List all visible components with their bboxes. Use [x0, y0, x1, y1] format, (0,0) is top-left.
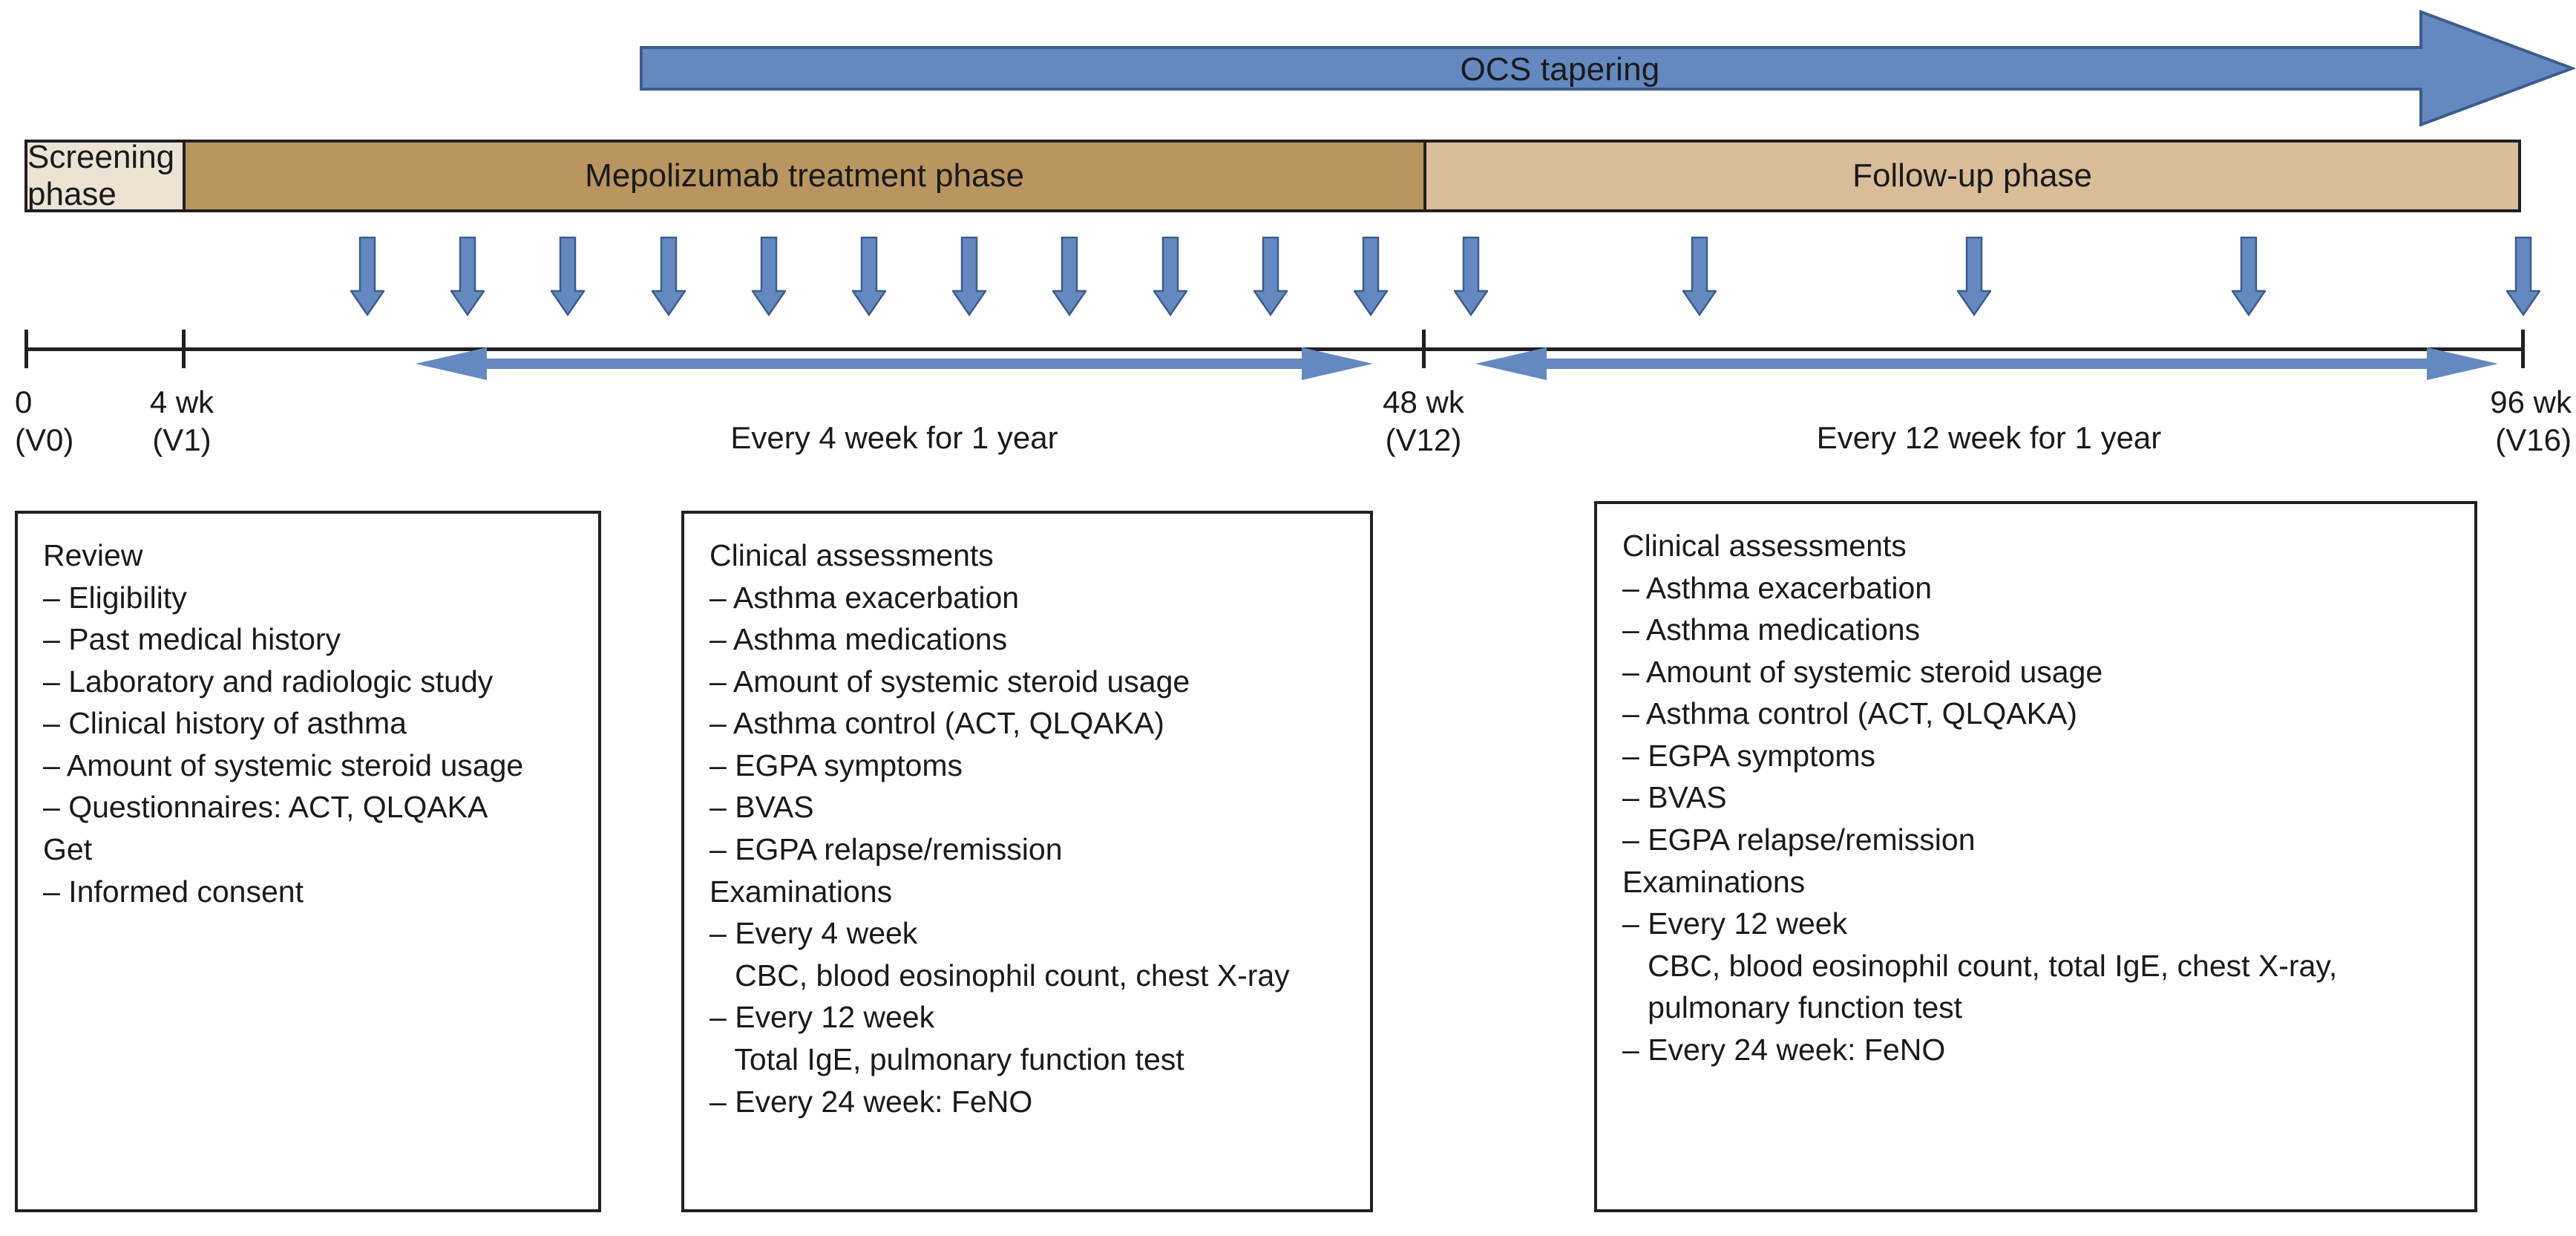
treatment-details-line-2: – Asthma exacerbation — [709, 580, 1020, 615]
visit-arrow-treatment-10 — [1253, 236, 1288, 316]
axis-label-v12-week: 48 wk — [1383, 385, 1464, 419]
followup-details-box: Clinical assessments – Asthma exacerbatio… — [1594, 501, 2477, 1212]
followup-details-line-6: – EGPA symptoms — [1622, 738, 1876, 773]
followup-details-line-7: – BVAS — [1622, 780, 1727, 815]
axis-tick-v0 — [24, 330, 28, 368]
axis-label-v1: 4 wk (V1) — [150, 383, 214, 459]
visit-arrow-treatment-4 — [651, 236, 686, 316]
followup-details-line-8: – EGPA relapse/remission — [1622, 823, 1976, 857]
screening-details-line-2: – Eligibility — [43, 580, 187, 615]
phase-screening: Screening phase — [27, 139, 186, 212]
visit-arrow-treatment-1 — [350, 236, 384, 316]
visit-arrow-treatment-11 — [1354, 236, 1388, 316]
axis-label-v16-visit: (V16) — [2495, 422, 2572, 458]
phase-followup-label: Follow-up phase — [1852, 157, 2092, 194]
axis-label-v16-week: 96 wk — [2490, 385, 2572, 419]
visit-arrow-treatment-9 — [1153, 236, 1187, 316]
screening-details-line-7: – Questionnaires: ACT, QLQAKA — [43, 790, 488, 825]
screening-details-line-3: – Past medical history — [43, 622, 341, 657]
followup-interval-arrow — [1475, 346, 2498, 382]
treatment-details-line-12: – Every 12 week — [709, 1000, 935, 1035]
ocs-tapering-label: OCS tapering — [1460, 51, 1660, 88]
axis-label-v1-visit: (V1) — [152, 422, 212, 458]
axis-tick-v1 — [182, 330, 186, 368]
visit-arrow-followup-2 — [1957, 236, 1991, 316]
treatment-details-line-7: – BVAS — [709, 790, 814, 825]
followup-details-line-1: Clinical assessments — [1622, 529, 1907, 563]
axis-label-v1-week: 4 wk — [149, 385, 214, 419]
axis-label-v0-week: 0 — [15, 385, 33, 419]
axis-label-v12-visit: (V12) — [1385, 422, 1462, 458]
treatment-details-line-9: Examinations — [709, 874, 893, 909]
treatment-details-line-6: – EGPA symptoms — [709, 748, 963, 782]
phase-followup: Follow-up phase — [1426, 143, 2518, 209]
axis-tick-v16 — [2521, 330, 2525, 368]
phase-treatment: Mepolizumab treatment phase — [186, 143, 1426, 209]
visit-arrow-treatment-5 — [751, 236, 786, 316]
treatment-details-line-1: Clinical assessments — [709, 538, 994, 572]
screening-details-line-1: Review — [43, 538, 143, 572]
treatment-details-box: Clinical assessments – Asthma exacerbatio… — [681, 511, 1373, 1212]
followup-details-line-13: – Every 24 week: FeNO — [1622, 1032, 1946, 1067]
visit-arrow-treatment-7 — [952, 236, 987, 316]
treatment-details-line-10: – Every 4 week — [709, 916, 918, 951]
treatment-details-line-13: Total IgE, pulmonary function test — [709, 1042, 1184, 1076]
followup-interval-label: Every 12 week for 1 year — [1816, 420, 2162, 455]
axis-label-v16: 96 wk (V16) — [2490, 383, 2572, 459]
treatment-interval-label: Every 4 week for 1 year — [730, 420, 1058, 455]
followup-details-line-10: – Every 12 week — [1622, 906, 1848, 941]
followup-details-line-2: – Asthma exacerbation — [1622, 570, 1933, 605]
axis-label-v0: 0 (V0) — [15, 383, 73, 459]
treatment-details-line-3: – Asthma medications — [709, 622, 1008, 657]
visit-arrow-treatment-3 — [551, 236, 586, 316]
screening-details-line-5: – Clinical history of asthma — [43, 706, 407, 741]
screening-details-line-9: – Informed consent — [43, 874, 304, 909]
axis-label-v0-visit: (V0) — [15, 422, 74, 458]
phase-screening-label: Screening phase — [27, 139, 175, 212]
visit-arrow-treatment-2 — [450, 236, 485, 316]
treatment-details-line-11: CBC, blood eosinophil count, chest X-ray — [709, 958, 1290, 993]
followup-details-line-3: – Asthma medications — [1622, 612, 1921, 647]
phase-treatment-label: Mepolizumab treatment phase — [585, 157, 1024, 194]
screening-details-box: Review – Eligibility – Past medical histor… — [15, 511, 601, 1212]
visit-arrow-treatment-12 — [1454, 236, 1489, 316]
screening-details-line-8: Get — [43, 832, 93, 867]
visit-arrow-followup-1 — [1682, 236, 1717, 316]
timeline-axis — [24, 347, 2523, 351]
phase-bar: Screening phase Mepolizumab treatment ph… — [24, 139, 2521, 212]
ocs-tapering-arrow — [640, 9, 2575, 128]
visit-arrow-treatment-6 — [852, 236, 886, 316]
screening-details-line-4: – Laboratory and radiologic study — [43, 664, 494, 699]
visit-arrow-followup-4 — [2506, 236, 2540, 316]
followup-details-line-9: Examinations — [1622, 864, 1806, 899]
visit-arrow-treatment-8 — [1052, 236, 1087, 316]
treatment-details-line-14: – Every 24 week: FeNO — [709, 1084, 1033, 1119]
followup-details-line-5: – Asthma control (ACT, QLQAKA) — [1622, 696, 2077, 731]
visit-arrow-followup-3 — [2232, 236, 2266, 316]
treatment-interval-arrow — [416, 346, 1373, 382]
followup-details-line-11: CBC, blood eosinophil count, total IgE, … — [1622, 948, 2338, 983]
followup-details-line-12: pulmonary function test — [1622, 990, 1963, 1025]
treatment-details-line-8: – EGPA relapse/remission — [709, 832, 1063, 867]
followup-details-line-4: – Amount of systemic steroid usage — [1622, 654, 2103, 689]
treatment-details-line-5: – Asthma control (ACT, QLQAKA) — [709, 706, 1164, 741]
screening-details-line-6: – Amount of systemic steroid usage — [43, 748, 524, 782]
axis-label-v12: 48 wk (V12) — [1383, 383, 1464, 459]
axis-tick-v12 — [1422, 330, 1426, 368]
treatment-details-line-4: – Amount of systemic steroid usage — [709, 664, 1190, 699]
